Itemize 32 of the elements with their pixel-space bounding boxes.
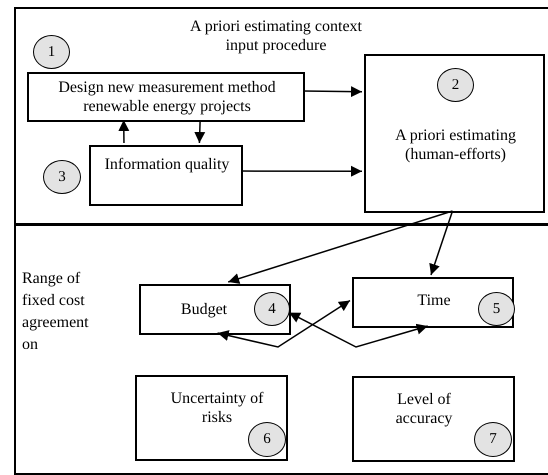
number-circle: 4 bbox=[254, 292, 290, 326]
process-box bbox=[89, 145, 243, 206]
box-label: Time bbox=[416, 291, 452, 310]
number-circle: 6 bbox=[248, 422, 286, 457]
section-heading: Range of fixed cost agreement on bbox=[22, 269, 90, 355]
box-label: A priori estimating (human-efforts) bbox=[394, 126, 517, 164]
process-box bbox=[352, 376, 515, 462]
section-panel bbox=[14, 7, 548, 225]
number-circle: 2 bbox=[437, 68, 474, 102]
box-label: Budget bbox=[180, 300, 228, 319]
arrow bbox=[194, 120, 206, 144]
number-circle: 7 bbox=[474, 422, 512, 457]
arrow bbox=[302, 86, 362, 98]
section-panel bbox=[14, 224, 548, 475]
process-box bbox=[364, 54, 545, 213]
box-label: Design new measurement method renewable energy projects bbox=[57, 78, 277, 116]
process-box bbox=[27, 72, 305, 122]
process-box bbox=[352, 277, 514, 328]
arrow bbox=[429, 210, 454, 276]
arrow bbox=[288, 312, 428, 348]
arrow bbox=[217, 300, 350, 348]
arrow bbox=[118, 120, 130, 143]
process-box bbox=[135, 375, 288, 461]
box-label: Level of accuracy bbox=[394, 390, 454, 428]
box-label: Information quality bbox=[104, 155, 230, 174]
arrow bbox=[241, 166, 362, 177]
number-circle: 5 bbox=[478, 292, 515, 326]
section-heading: A priori estimating context input procedure bbox=[189, 17, 363, 55]
number-circle: 1 bbox=[33, 35, 70, 69]
arrow bbox=[228, 210, 453, 284]
process-box bbox=[139, 284, 291, 335]
number-circle: 3 bbox=[43, 160, 81, 194]
